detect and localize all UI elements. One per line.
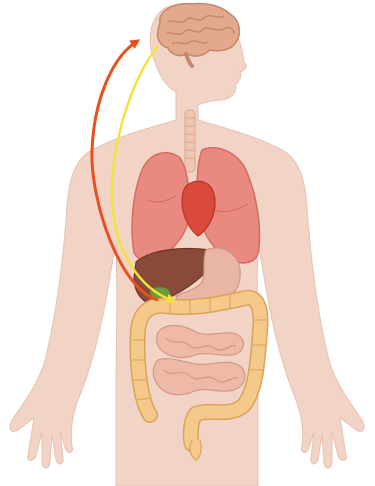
trachea [185, 110, 195, 172]
